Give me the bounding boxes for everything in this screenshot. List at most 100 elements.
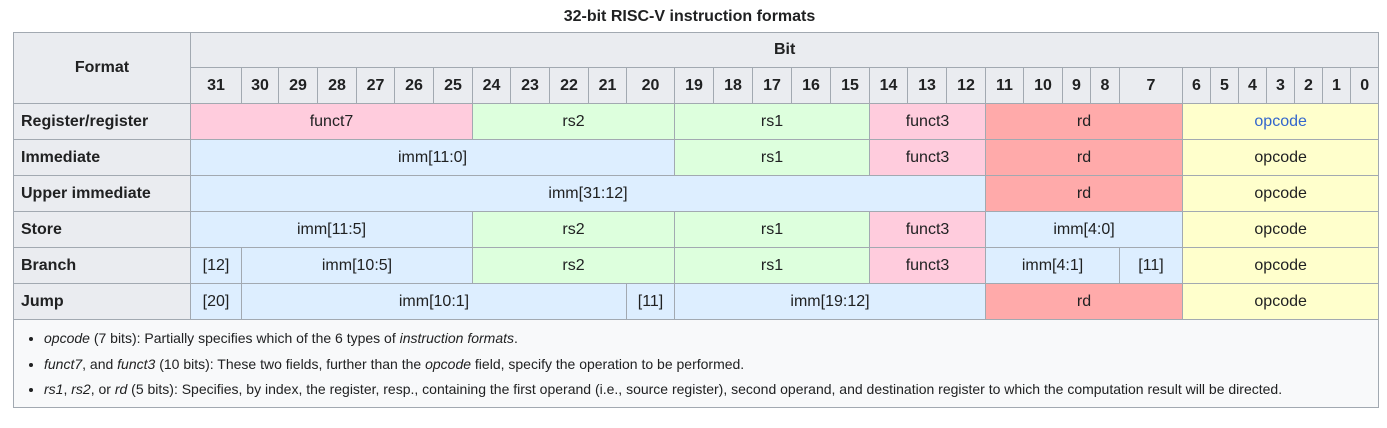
field-cell: imm[10:5]	[241, 247, 473, 284]
field-cell: [20]	[190, 283, 242, 320]
bit-number-header: 21	[588, 67, 627, 104]
field-cell: imm[10:1]	[241, 283, 627, 320]
format-name: Register/register	[13, 103, 191, 140]
bit-number-header: 10	[1023, 67, 1063, 104]
field-cell: rs1	[674, 139, 870, 176]
field-cell: opcode	[1181, 175, 1380, 212]
bit-number-header: 25	[433, 67, 473, 104]
note-text: , or	[90, 381, 115, 397]
field-cell: imm[19:12]	[674, 283, 986, 320]
bit-number-header: 5	[1210, 67, 1239, 104]
table-caption: 32-bit RISC-V instruction formats	[563, 8, 816, 25]
field-cell: opcode	[1181, 211, 1380, 248]
bit-number-header: 22	[549, 67, 589, 104]
bit-number-header: 14	[869, 67, 908, 104]
note-term: rs1	[44, 381, 64, 397]
field-cell: rs1	[674, 247, 870, 284]
bit-number-header: 11	[985, 67, 1024, 104]
note-text: ,	[63, 381, 72, 397]
note-item: funct7, and funct3 (10 bits): These two …	[44, 352, 1368, 378]
field-cell: funct7	[190, 103, 473, 140]
field-cell: imm[11:0]	[190, 139, 675, 176]
format-name: Jump	[13, 283, 191, 320]
notes-list: opcode (7 bits): Partially specifies whi…	[24, 326, 1368, 403]
field-cell: [11]	[626, 283, 675, 320]
bit-number-header: 9	[1062, 67, 1091, 104]
bit-number-header: 19	[674, 67, 714, 104]
bit-number-header: 24	[472, 67, 511, 104]
note-text: (7 bits): Partially specifies which of t…	[89, 330, 400, 346]
field-cell: rd	[985, 103, 1183, 140]
field-cell: imm[11:5]	[190, 211, 473, 248]
field-cell: rd	[985, 139, 1183, 176]
field-cell: [11]	[1119, 247, 1183, 284]
format-name: Store	[13, 211, 191, 248]
field-cell: rd	[985, 175, 1183, 212]
note-text: .	[514, 330, 518, 346]
header-row-bit: Format Bit	[13, 32, 1380, 104]
field-cell: imm[4:0]	[985, 211, 1183, 248]
bit-number-header: 4	[1238, 67, 1267, 104]
bit-number-header: 3	[1266, 67, 1295, 104]
note-term: funct3	[117, 355, 156, 372]
instruction-format-table-wrapper: 32-bit RISC-V instruction formats Format…	[12, 0, 1380, 408]
note-item: opcode (7 bits): Partially specifies whi…	[44, 326, 1368, 352]
note-text: field, specify the operation to be perfo…	[471, 355, 745, 372]
opcode-link[interactable]: opcode	[1254, 112, 1307, 130]
note-term: rs2	[71, 381, 91, 397]
note-term: instruction formats	[399, 330, 515, 346]
field-cell: opcode	[1181, 247, 1380, 284]
bit-number-header: 7	[1119, 67, 1183, 104]
bit-number-header: 1	[1322, 67, 1351, 104]
note-term: rd	[114, 381, 128, 397]
field-cell: funct3	[869, 103, 986, 140]
notes-row: opcode (7 bits): Partially specifies whi…	[12, 319, 1380, 408]
bit-number-header: 8	[1090, 67, 1120, 104]
bit-header: Bit	[189, 32, 1380, 68]
field-cell: funct3	[869, 247, 986, 284]
note-term: opcode	[425, 355, 472, 372]
field-cell: rs2	[472, 211, 675, 248]
field-cell: opcode	[1181, 139, 1380, 176]
bit-number-header: 31	[190, 67, 242, 104]
field-cell: rd	[985, 283, 1183, 320]
bit-number-header: 18	[713, 67, 753, 104]
bit-number-header: 16	[791, 67, 831, 104]
bit-number-header: 15	[830, 67, 870, 104]
note-text: (10 bits): These two fields, further tha…	[155, 355, 426, 372]
field-cell: rs1	[674, 103, 870, 140]
bit-number-header: 28	[317, 67, 357, 104]
field-cell: rs2	[472, 103, 675, 140]
field-cell: imm[4:1]	[985, 247, 1120, 284]
field-cell: rs1	[674, 211, 870, 248]
note-text: (5 bits): Specifies, by index, the regis…	[127, 381, 1283, 397]
field-cell: funct3	[869, 139, 986, 176]
format-name: Branch	[13, 247, 191, 284]
bit-number-header: 2	[1294, 67, 1323, 104]
bit-number-header: 0	[1349, 67, 1380, 104]
bit-number-header: 26	[394, 67, 434, 104]
bit-number-header: 12	[946, 67, 986, 104]
bit-number-header: 29	[278, 67, 318, 104]
note-item: rs1, rs2, or rd (5 bits): Specifies, by …	[44, 377, 1368, 403]
bit-number-header: 6	[1182, 67, 1211, 104]
field-cell: opcode	[1181, 103, 1380, 140]
notes-cell: opcode (7 bits): Partially specifies whi…	[12, 319, 1380, 408]
format-header: Format	[13, 32, 191, 104]
bit-number-header: 23	[510, 67, 550, 104]
field-cell: imm[31:12]	[190, 175, 986, 212]
field-cell: funct3	[869, 211, 986, 248]
note-term: funct7	[44, 355, 83, 372]
field-cell: opcode	[1181, 283, 1380, 320]
field-cell: [12]	[190, 247, 242, 284]
bit-number-header: 20	[626, 67, 675, 104]
